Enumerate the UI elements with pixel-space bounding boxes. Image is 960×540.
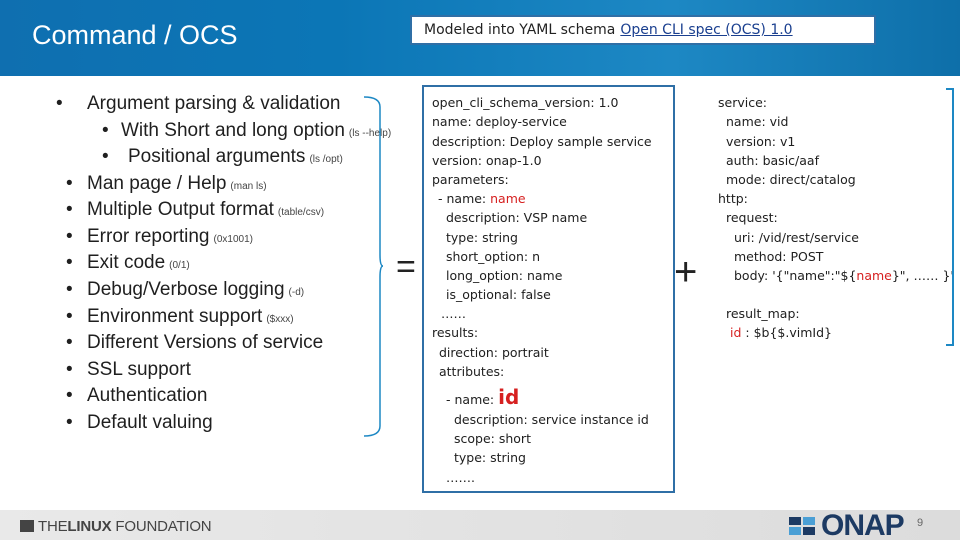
service-line: name: vid — [726, 114, 789, 129]
bullet-item: • Positional arguments(ls /opt) — [102, 146, 343, 167]
plus-sign: + — [674, 250, 698, 294]
lf-square-icon — [20, 520, 34, 532]
yaml-line: open_cli_schema_version: 1.0 — [432, 95, 619, 110]
bullet-dot: • — [66, 385, 73, 406]
yaml-line: is_optional: false — [446, 287, 551, 302]
page-number: 9 — [917, 517, 924, 529]
bullet-item: • Multiple Output format(table/csv) — [66, 199, 325, 220]
bullet-item: • Environment support($xxx) — [66, 306, 294, 327]
bullet-dot: • — [66, 199, 73, 220]
bullet-dot: • — [66, 226, 73, 247]
bullet-dot: • — [66, 306, 73, 327]
yaml-line: type: string — [446, 230, 518, 245]
yaml-line: - name: name — [438, 191, 526, 206]
yaml-line: - name: id — [446, 385, 520, 409]
yaml-line: version: onap-1.0 — [432, 153, 542, 168]
service-line: request: — [726, 210, 778, 225]
right-curly-brace-icon — [363, 96, 384, 437]
yaml-line: …… — [441, 306, 466, 321]
yaml-code-box — [422, 85, 675, 493]
service-line: service: — [718, 95, 767, 110]
onap-logo: ONAP — [788, 509, 905, 540]
header-banner: Command / OCS Modeled into YAML schema O… — [0, 0, 960, 76]
onap-mark-icon — [789, 517, 815, 535]
yaml-line: parameters: — [432, 172, 509, 187]
service-line: id : $b{$.vimId} — [730, 325, 832, 340]
bullet-item: • Authentication — [66, 385, 208, 406]
bullet-item: • Error reporting(0x1001) — [66, 226, 253, 247]
yaml-line: name: deploy-service — [432, 114, 567, 129]
linux-foundation-logo: THELINUX FOUNDATION — [20, 518, 212, 535]
bullet-dot: • — [66, 332, 73, 353]
bullet-dot: • — [66, 279, 73, 300]
bullet-dot: • — [66, 412, 73, 433]
right-bracket-icon — [946, 88, 954, 346]
yaml-line: description: VSP name — [446, 210, 588, 225]
service-line: uri: /vid/rest/service — [734, 230, 859, 245]
yaml-line: scope: short — [454, 431, 531, 446]
bullet-item: • Man page / Help(man ls) — [66, 173, 267, 194]
service-line: mode: direct/catalog — [726, 172, 856, 187]
yaml-schema-callout: Modeled into YAML schema Open CLI spec (… — [410, 15, 876, 45]
yaml-line: ……. — [446, 470, 475, 485]
bullet-dot: • — [66, 252, 73, 273]
service-line: method: POST — [734, 249, 824, 264]
bullet-dot: • — [66, 359, 73, 380]
bullet-dot: • — [102, 146, 109, 167]
yaml-line: description: Deploy sample service — [432, 134, 652, 149]
bullet-item: • Default valuing — [66, 412, 213, 433]
bullet-dot: • — [56, 93, 63, 114]
slide-title: Command / OCS — [32, 20, 238, 50]
service-line: auth: basic/aaf — [726, 153, 819, 168]
bullet-item: • Different Versions of service — [66, 332, 324, 353]
equals-sign: = — [396, 248, 416, 286]
bullet-dot: • — [66, 173, 73, 194]
bullet-item: • Argument parsing & validation — [56, 93, 341, 114]
yaml-line: description: service instance id — [454, 412, 649, 427]
bullet-item: • With Short and long option(ls --help) — [102, 120, 392, 141]
yaml-line: results: — [432, 325, 479, 340]
service-line: http: — [718, 191, 748, 206]
yaml-line: attributes: — [439, 364, 505, 379]
bullet-item: • Debug/Verbose logging(-d) — [66, 279, 305, 300]
service-line: body: '{"name":"${name}", …… }' — [734, 268, 954, 283]
bullet-item: • Exit code(0/1) — [66, 252, 190, 273]
yaml-line: long_option: name — [446, 268, 563, 283]
yaml-schema-prefix: Modeled into YAML schema — [424, 22, 616, 38]
service-line: result_map: — [726, 306, 800, 321]
yaml-line: direction: portrait — [439, 345, 549, 360]
ocs-spec-link[interactable]: Open CLI spec (OCS) 1.0 — [620, 22, 793, 38]
service-line: version: v1 — [726, 134, 796, 149]
yaml-line: short_option: n — [446, 249, 541, 264]
bullet-item: • SSL support — [66, 359, 191, 380]
bullet-dot: • — [102, 120, 109, 141]
yaml-line: type: string — [454, 450, 526, 465]
